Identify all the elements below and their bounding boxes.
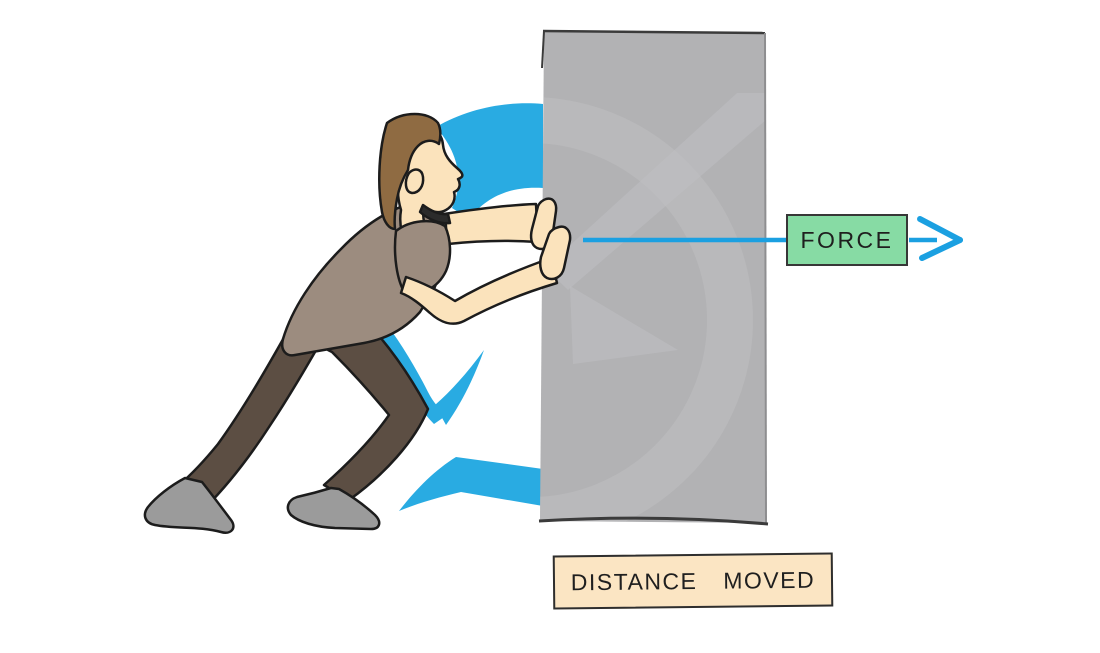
person-head	[396, 127, 464, 247]
person-hair	[378, 112, 442, 231]
block-highlight-triangle	[570, 286, 678, 364]
person-pushing	[143, 112, 572, 534]
motion-swoosh-group	[375, 103, 543, 511]
block-highlight-ring	[540, 97, 753, 523]
person-collar	[418, 203, 452, 225]
pushed-block	[538, 29, 769, 526]
block-right-edge	[764, 32, 767, 524]
swoosh-top-arc-icon	[436, 103, 543, 219]
block-top-edge	[542, 29, 766, 35]
distance-moved-label: DISTANCE MOVED	[552, 552, 834, 610]
person-front-leg	[322, 328, 430, 502]
block-bottom-edge	[538, 516, 769, 526]
force-arrow-icon	[583, 216, 963, 261]
force-arrowhead-lower	[919, 237, 963, 261]
person-back-shoe	[143, 476, 235, 534]
swoosh-spike-icon	[435, 350, 484, 425]
block-left-edge	[541, 30, 545, 69]
person-sleeve	[393, 219, 452, 296]
swoosh-mid-sliver-icon	[375, 314, 447, 424]
person-near-hand	[539, 225, 572, 281]
person-ear	[404, 168, 425, 195]
person-front-shoe	[286, 486, 381, 531]
force-label: FORCE	[786, 214, 908, 266]
person-near-arm	[399, 256, 559, 325]
force-arrowhead-upper	[917, 216, 963, 243]
swoosh-bottom-chevron-icon	[399, 457, 543, 511]
